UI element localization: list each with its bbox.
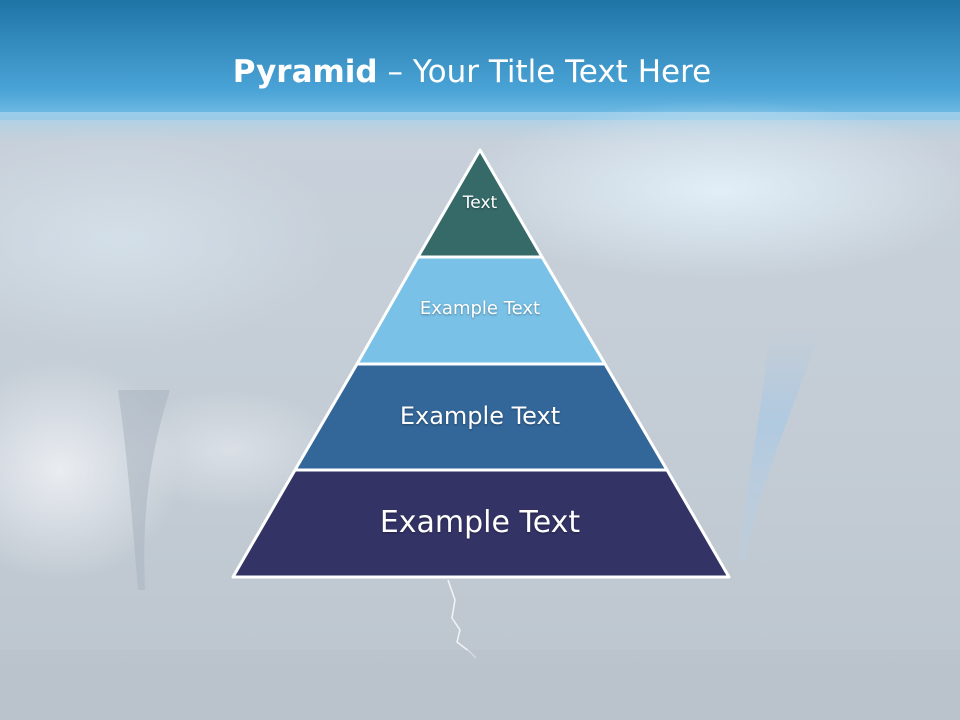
pyramid-tier-4-label: Example Text bbox=[379, 505, 581, 540]
pyramid-tier-2-label: Example Text bbox=[419, 298, 541, 319]
pyramid-tier-1-label: Text bbox=[462, 193, 498, 213]
slide-title: Pyramid – Your Title Text Here bbox=[0, 52, 944, 92]
pyramid-tier-4[interactable] bbox=[231, 468, 731, 579]
slide-title-rest: – Your Title Text Here bbox=[377, 54, 712, 90]
slide-title-bold: Pyramid bbox=[232, 54, 378, 90]
pyramid-tier-3-label: Example Text bbox=[399, 402, 561, 430]
